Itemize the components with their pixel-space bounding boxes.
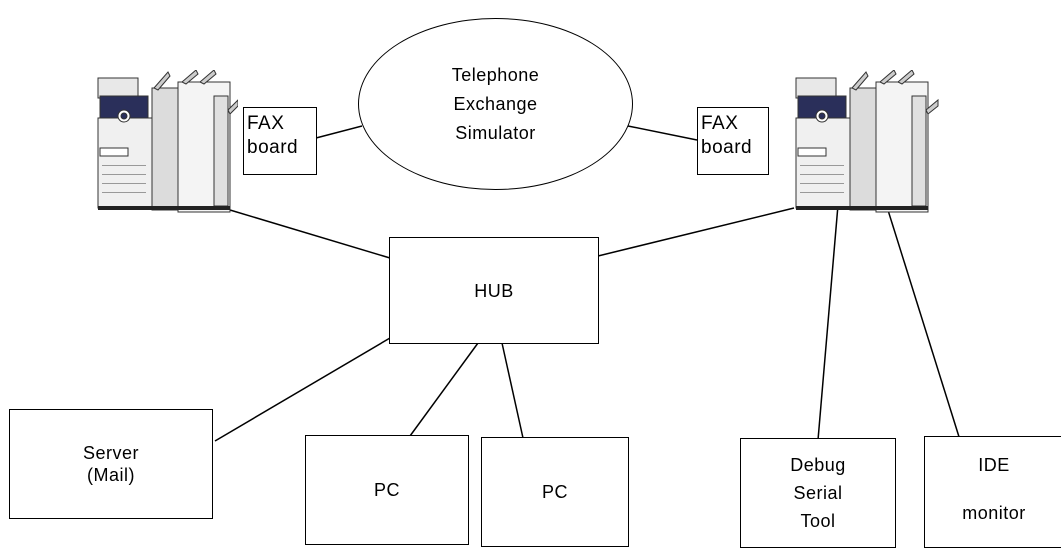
- exchange-label-line2: Exchange: [453, 93, 538, 114]
- printer-right-icon: [795, 70, 939, 213]
- pc1-label: PC: [373, 480, 400, 500]
- server-mail: Server (Mail): [9, 409, 213, 519]
- ide-label-line2: monitor: [962, 503, 1026, 523]
- link-hub-pc2: [501, 342, 524, 439]
- pc-2: PC: [481, 437, 629, 547]
- fax-right-line2: board: [701, 137, 753, 158]
- hub: HUB: [389, 237, 599, 344]
- debug-label-line3: Tool: [800, 511, 836, 531]
- link-hub-pc1: [409, 342, 479, 437]
- ide-monitor: IDE monitor: [924, 436, 1061, 548]
- fax-board-left: FAX board: [243, 107, 317, 175]
- exchange-label-line1: Telephone: [451, 64, 540, 85]
- fax-right-line1: FAX: [701, 113, 739, 134]
- link-printer-debug: [817, 204, 839, 441]
- link-printer-ide: [886, 206, 961, 441]
- link-hub-server: [214, 337, 391, 442]
- debug-label-line2: Serial: [793, 483, 843, 503]
- hub-label: HUB: [474, 280, 514, 301]
- debug-serial-tool: Debug Serial Tool: [740, 438, 896, 548]
- pc2-label: PC: [541, 482, 568, 502]
- server-label-line1: Server: [82, 443, 139, 463]
- link-hub-printerright: [597, 207, 795, 257]
- ide-label-line1: IDE: [978, 455, 1010, 475]
- telephone-exchange-simulator: Telephone Exchange Simulator: [358, 18, 633, 190]
- link-faxleft-exchange: [315, 125, 363, 139]
- fax-left-line2: board: [247, 137, 299, 158]
- exchange-label-line3: Simulator: [455, 122, 536, 143]
- debug-label-line1: Debug: [790, 455, 846, 475]
- link-exchange-faxright: [627, 125, 698, 141]
- fax-left-line1: FAX: [247, 113, 285, 134]
- printer-left-icon: [97, 70, 238, 213]
- fax-board-right: FAX board: [697, 107, 769, 175]
- pc-1: PC: [305, 435, 469, 545]
- server-label-line2: (Mail): [87, 465, 135, 485]
- link-printerleft-hub: [229, 209, 391, 259]
